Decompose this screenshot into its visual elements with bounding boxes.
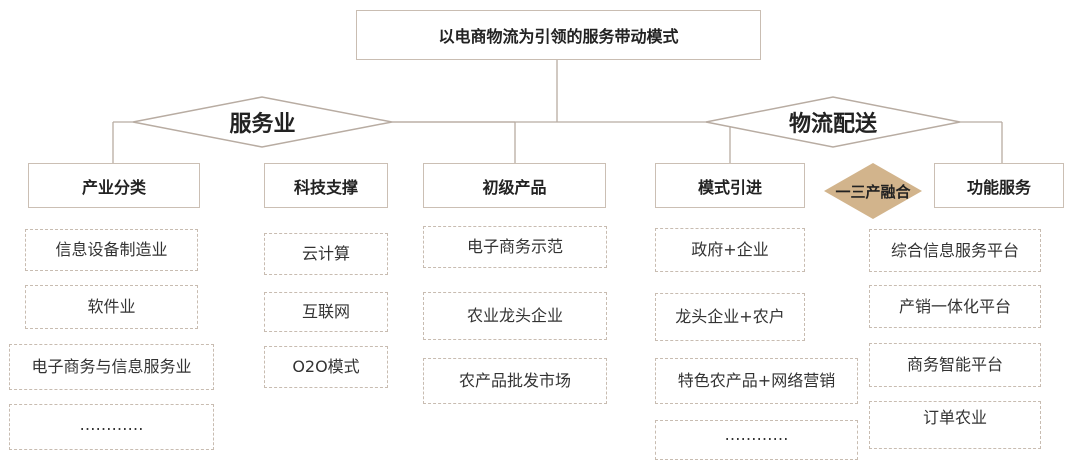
list-item: 电子商务示范	[423, 226, 607, 268]
list-item: 农产品批发市场	[423, 358, 607, 404]
header-tech-support: 科技支撑	[264, 163, 388, 208]
primary-tertiary-merge-badge: 一三产融合	[824, 163, 922, 219]
list-item: 信息设备制造业	[25, 229, 198, 271]
logistics-branch-label: 物流配送	[788, 112, 877, 137]
connector-lines	[112, 60, 1003, 163]
list-item: 商务智能平台	[869, 343, 1041, 387]
list-item: …………	[9, 404, 214, 450]
list-item: 电子商务与信息服务业	[9, 344, 214, 390]
header-industry-classification: 产业分类	[28, 163, 200, 208]
list-item: 综合信息服务平台	[869, 229, 1041, 272]
header-primary-products: 初级产品	[423, 163, 606, 208]
merge-label: 一三产融合	[835, 182, 911, 201]
list-item: 软件业	[25, 285, 198, 329]
service-branch-label: 服务业	[229, 112, 296, 137]
list-item: 龙头企业+农户	[655, 293, 805, 341]
list-item: 产销一体化平台	[869, 285, 1041, 328]
header-functional-services: 功能服务	[934, 163, 1064, 208]
diagram-title: 以电商物流为引领的服务带动模式	[356, 10, 761, 60]
list-item: 农业龙头企业	[423, 292, 607, 340]
diagram-title-text: 以电商物流为引领的服务带动模式	[438, 27, 679, 46]
list-item: 特色农产品+网络营销	[655, 358, 858, 404]
list-item: 云计算	[264, 233, 388, 275]
merge-diamond-shape	[824, 163, 922, 219]
logistics-diamond-shape	[705, 96, 961, 148]
list-item: 政府+企业	[655, 228, 805, 272]
service-diamond-shape	[132, 96, 393, 148]
header-model-introduction: 模式引进	[655, 163, 805, 208]
list-item: 订单农业	[869, 401, 1041, 449]
list-item: …………	[655, 420, 858, 460]
list-item: 互联网	[264, 292, 388, 332]
list-item: O2O模式	[264, 346, 388, 388]
